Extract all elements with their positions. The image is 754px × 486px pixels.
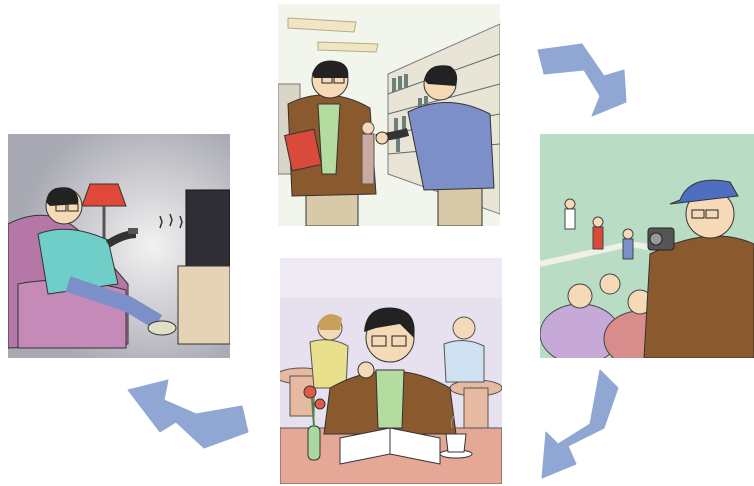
curved-arrow-icon xyxy=(530,40,660,120)
arrow-library-to-game xyxy=(530,40,660,120)
arrow-cafe-to-tv xyxy=(124,370,254,454)
cafe-reading-illustration xyxy=(280,258,502,484)
remote-control-icon xyxy=(128,228,138,234)
library-scene-panel xyxy=(278,4,500,226)
watching-tv-scene-panel xyxy=(8,134,230,358)
library-illustration xyxy=(278,4,500,226)
watching-tv-illustration xyxy=(8,134,230,358)
arrow-game-to-cafe xyxy=(538,366,628,482)
baseball-game-scene-panel xyxy=(540,134,754,358)
baseball-game-illustration xyxy=(540,134,754,358)
curved-arrow-icon xyxy=(538,366,628,482)
curved-arrow-icon xyxy=(124,370,254,454)
television-icon xyxy=(178,190,230,344)
vase-icon xyxy=(308,426,320,460)
cafe-reading-scene-panel xyxy=(280,258,502,484)
